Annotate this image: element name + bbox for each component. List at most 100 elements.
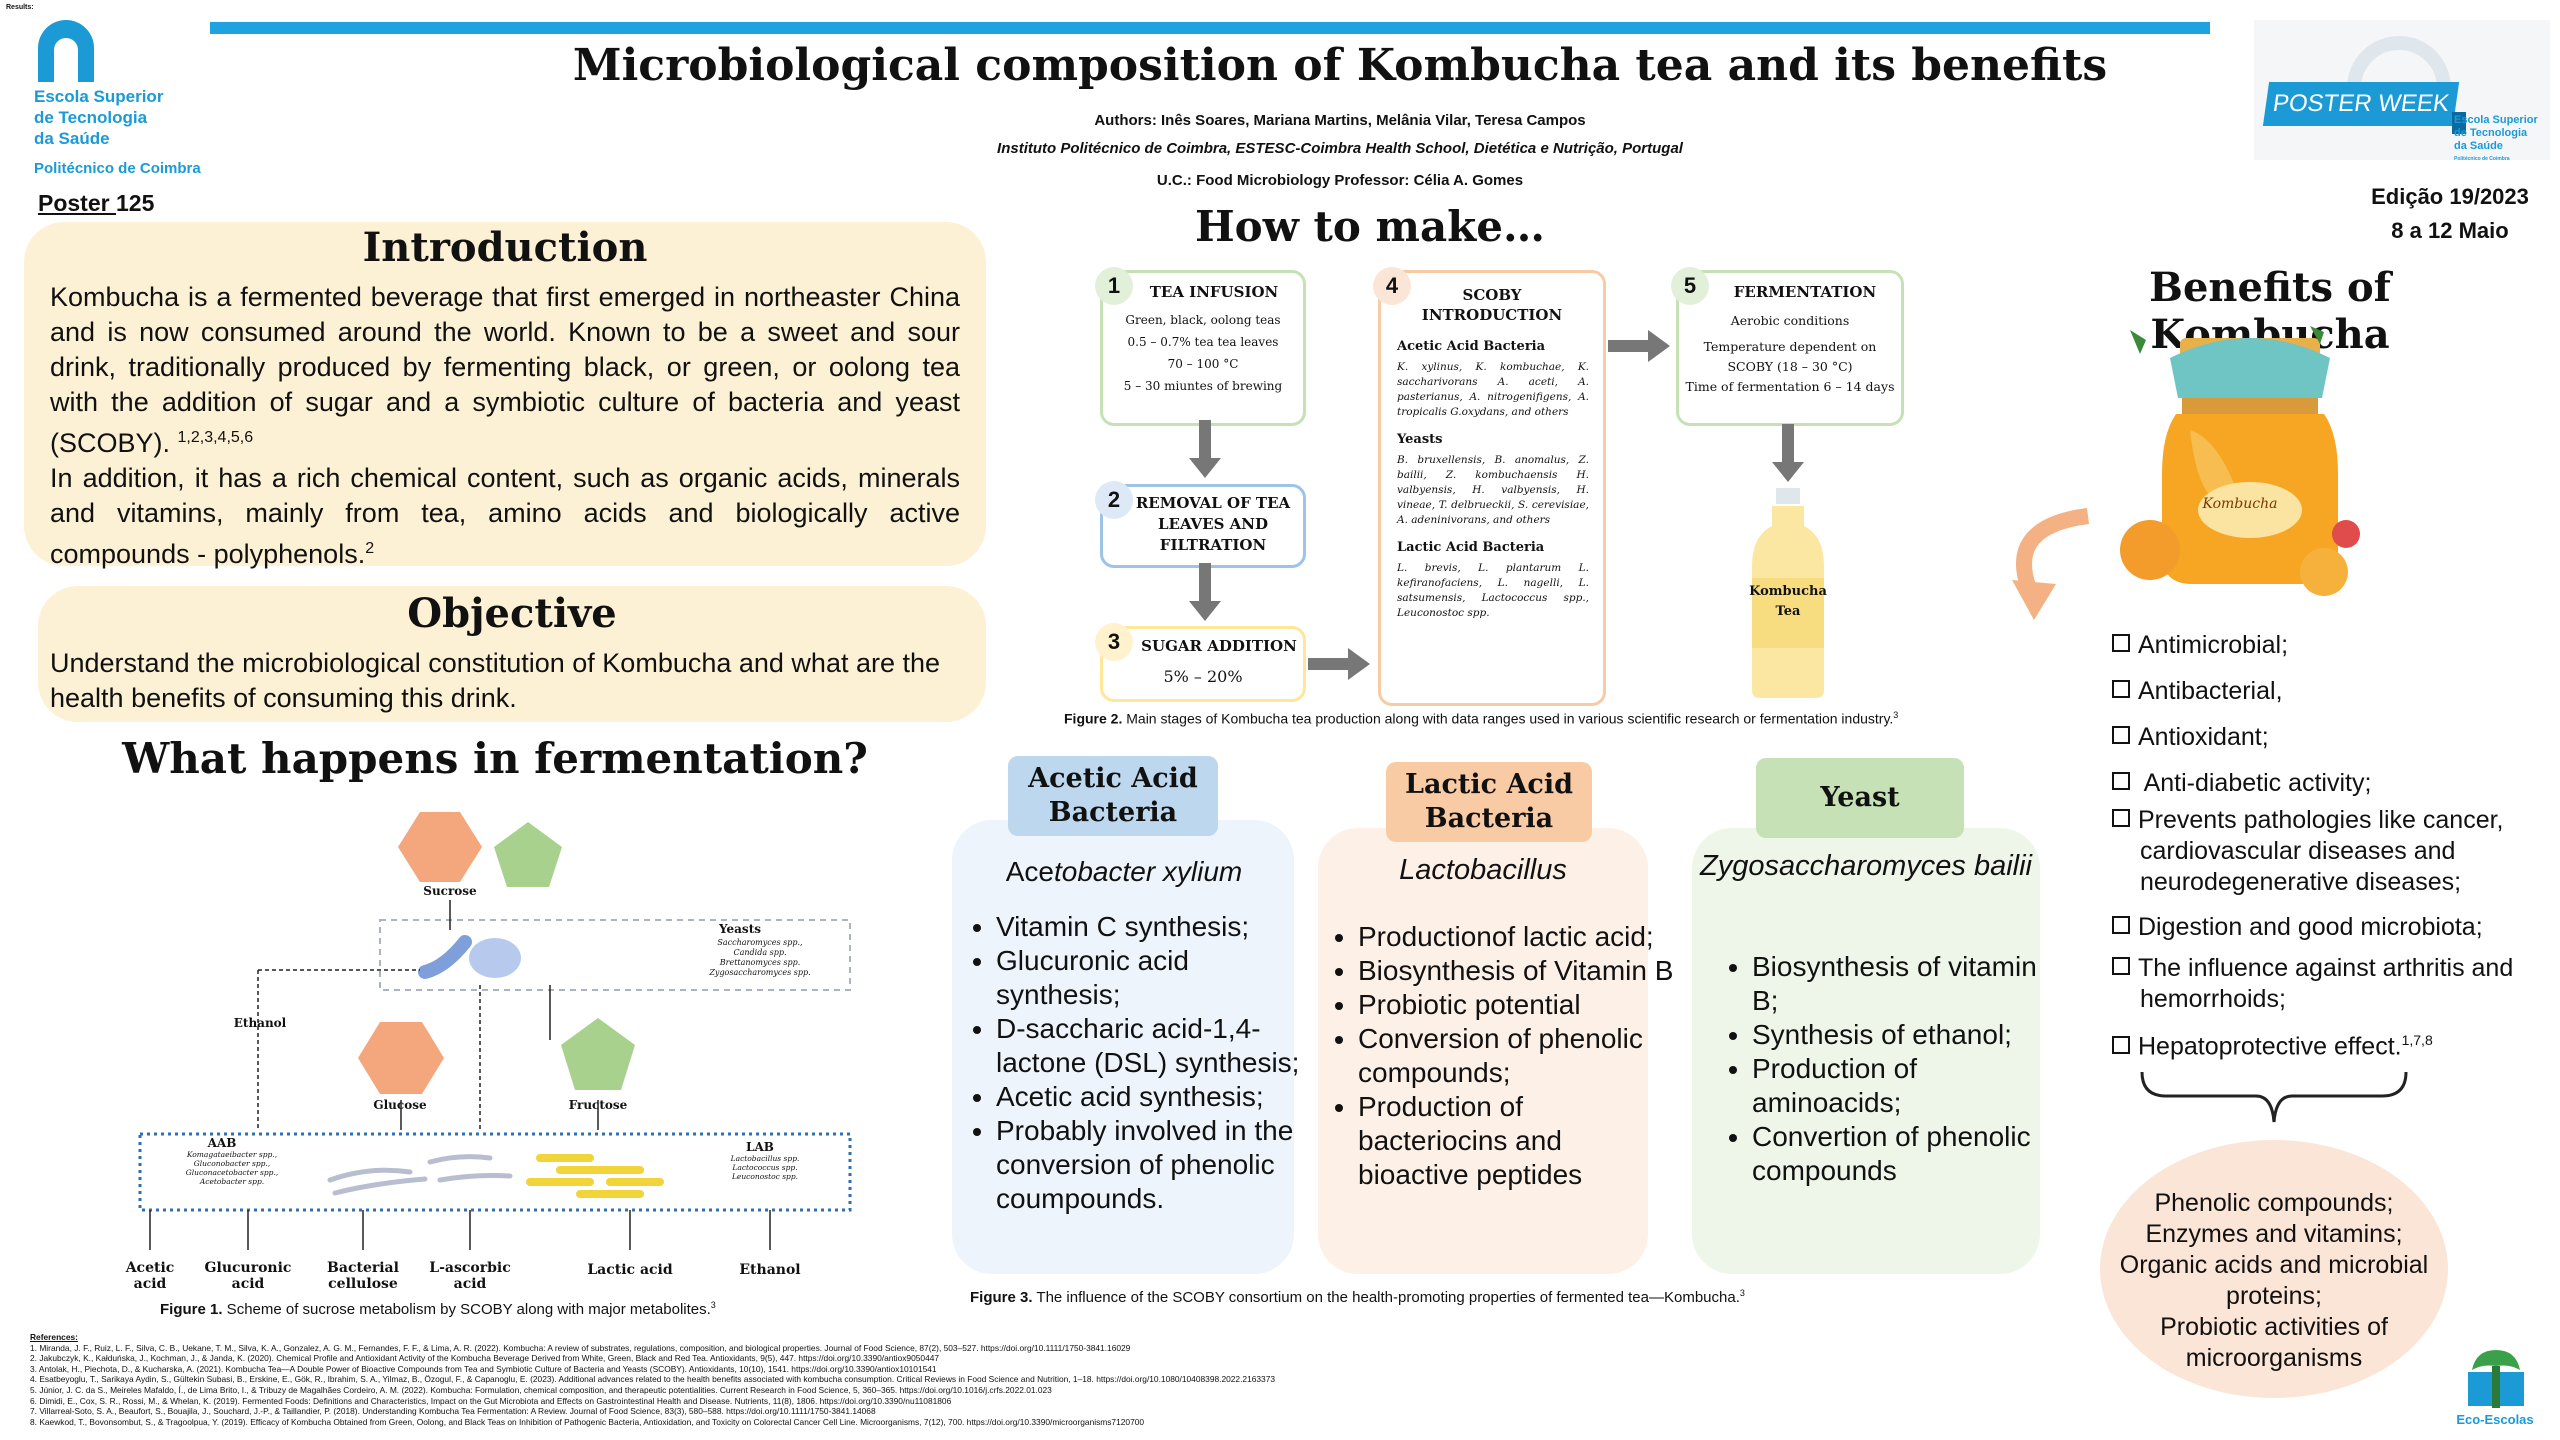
- reference-item: 5. Júnior, J. C. da S., Meireles Mafaldo…: [30, 1384, 1052, 1395]
- fig2-ref: 3: [1893, 710, 1899, 720]
- logo-line: Escola Superior: [34, 87, 164, 106]
- list-item: D-saccharic acid-1,4-lactone (DSL) synth…: [996, 1012, 1316, 1080]
- scoby-yeast-heading: Yeasts: [1397, 432, 1443, 447]
- reference-item: 1. Miranda, J. F., Ruiz, L. F., Silva, C…: [30, 1342, 1131, 1353]
- reference-text: Júnior, J. C. da S., Meireles Mafaldo, Í…: [39, 1384, 1052, 1395]
- step-5-details: Aerobic conditions Temperature dependent…: [1679, 311, 1901, 397]
- arrow-down-icon: [1189, 420, 1221, 478]
- fructose-label: Fructose: [568, 1098, 628, 1112]
- benefits-list: Antimicrobial; Antibacterial, Antioxidan…: [2112, 630, 2552, 1062]
- benefit-item: Antibacterial,: [2112, 676, 2552, 707]
- bottle-label: Kombucha Tea: [1749, 584, 1827, 619]
- checkbox-icon: [2112, 680, 2130, 699]
- benefit-text: Antimicrobial;: [2138, 631, 2289, 659]
- reference-item: 6. Dimidi, E., Cox, S. R., Rossi, M., & …: [30, 1395, 952, 1406]
- checkbox-icon: [2112, 772, 2130, 791]
- poster-week-logo: POSTER WEEK Escola Superior de Tecnologi…: [2254, 20, 2550, 162]
- step-detail: Time of fermentation 6 – 14 days: [1685, 379, 1895, 394]
- objective-title: Objective: [407, 590, 617, 637]
- eco-escolas-logo-icon: [2468, 1350, 2524, 1408]
- ethanol-label: Ethanol: [233, 1016, 287, 1030]
- sucrose-fructose-pentagon: [494, 822, 562, 887]
- yeast-rod: [418, 935, 472, 979]
- compound-line: Probiotic activities of microorganisms: [2160, 1313, 2388, 1372]
- benefit-text: The influence against arthritis and hemo…: [2138, 954, 2514, 1013]
- arrow-down-icon: [1772, 424, 1804, 482]
- checkbox-icon: [2112, 1035, 2130, 1054]
- list-item: Acetic acid synthesis;: [996, 1080, 1316, 1114]
- card-lab-organism: Lactobacillus: [1399, 854, 1567, 886]
- reference-text: Antolak, H., Piechota, D., & Kucharska, …: [38, 1363, 937, 1374]
- checkbox-icon: [2112, 957, 2130, 976]
- list-item: Biosynthesis of vitamin B;: [1752, 950, 2062, 1018]
- reference-item: 3. Antolak, H., Piechota, D., & Kucharsk…: [30, 1363, 937, 1374]
- compound-line: Organic acids and microbial proteins;: [2119, 1251, 2429, 1310]
- checkbox-icon: [2112, 809, 2130, 828]
- step-4-scoby-introduction: 4 SCOBY INTRODUCTION Acetic Acid Bacteri…: [1373, 267, 1606, 706]
- fermentation-diagram: [138, 812, 852, 1250]
- lab-label: LAB: [746, 1140, 774, 1154]
- benefit-item: Antioxidant;: [2112, 722, 2552, 753]
- reference-text: Jakubczyk, K., Kałduńska, J., Kochman, J…: [39, 1353, 940, 1364]
- step-4-organisms: Acetic Acid Bacteria K. xylinus, K. komb…: [1397, 339, 1589, 621]
- output-bacterial-cellulose: Bacterial cellulose: [327, 1260, 399, 1292]
- glucose-hexagon: [358, 1022, 444, 1094]
- introduction-text: Kombucha is a fermented beverage that fi…: [50, 280, 960, 572]
- yeast-cell: [469, 938, 521, 978]
- aab-cells: [327, 1154, 513, 1196]
- curved-arrow-icon: [2012, 508, 2090, 620]
- introduction-box: Introduction Kombucha is a fermented bev…: [24, 222, 986, 569]
- kombucha-bottle-icon: [1752, 488, 1824, 698]
- step-5-number: 5: [1671, 267, 1709, 305]
- poster-week-arc-icon: [2347, 36, 2451, 88]
- figure-2-caption: Figure 2. Main stages of Kombucha tea pr…: [1064, 710, 2004, 727]
- benefits-title: Benefits of Kombucha: [2149, 264, 2391, 358]
- benefit-item: Hepatoprotective effect.1,7,8: [2112, 1025, 2552, 1062]
- school-logo-icon: [38, 20, 94, 82]
- compound-line: Enzymes and vitamins;: [2145, 1220, 2403, 1248]
- poster-num: 125: [115, 190, 155, 216]
- scoby-aab-heading: Acetic Acid Bacteria: [1397, 339, 1546, 354]
- intro-p1-ref: 1,2,3,4,5,6: [177, 429, 254, 446]
- reference-text: Kaewkod, T., Bovonsombut, S., & Tragoolp…: [39, 1416, 1145, 1427]
- output-glucuronic-acid: Glucuronic acid: [204, 1260, 292, 1292]
- step-detail: 0.5 – 0.7% tea tea leaves: [1127, 335, 1279, 349]
- step-2-removal: 2 REMOVAL OF TEA LEAVES AND FILTRATION: [1095, 481, 1306, 568]
- eco-escolas-label: Eco-Escolas: [2456, 1412, 2534, 1427]
- card-yeast-organism: Zygosaccharomyces bailii: [1699, 850, 2032, 882]
- step-3-number: 3: [1095, 623, 1133, 661]
- figure-1-sucrose-scheme: Sucrose Yeasts Saccharomyces spp., Candi…: [110, 800, 890, 1300]
- reference-text: Miranda, J. F., Ruiz, L. F., Silva, C. B…: [39, 1342, 1131, 1353]
- fig1-label: Figure 1.: [160, 1301, 223, 1318]
- logo-line: da Saúde: [34, 129, 110, 148]
- output-ethanol: Ethanol: [739, 1262, 801, 1278]
- aab-species: Gluconobacter spp.,: [193, 1159, 271, 1168]
- sucrose-glucose-hexagon: [398, 812, 482, 882]
- fig3-ref: 3: [1739, 1288, 1745, 1298]
- course-info: U.C.: Food Microbiology Professor: Célia…: [1156, 172, 1524, 189]
- benefit-text: Anti-diabetic activity;: [2138, 769, 2372, 797]
- step-4-title: SCOBY INTRODUCTION: [1381, 285, 1603, 325]
- benefit-text: Digestion and good microbiota;: [2138, 913, 2483, 941]
- step-title-line: INTRODUCTION: [1421, 306, 1563, 324]
- list-item: Probably involved in the conversion of p…: [996, 1114, 1316, 1216]
- scoby-aab-list: K. xylinus, K. kombuchae, K. saccharivor…: [1397, 361, 1589, 418]
- arrow-right-icon: [1608, 330, 1670, 362]
- compound-line: Phenolic compounds;: [2154, 1189, 2394, 1217]
- organism-prefix: Ace: [1005, 856, 1054, 887]
- list-item: Glucuronic acid synthesis;: [996, 944, 1316, 1012]
- organism-rest: tobacter xylium: [1053, 856, 1243, 887]
- checkbox-icon: [2112, 634, 2130, 653]
- output-lactic-acid: Lactic acid: [587, 1262, 673, 1278]
- benefit-item: Digestion and good microbiota;: [2112, 912, 2552, 943]
- school-logo-text: Escola Superior de Tecnologia da Saúde: [34, 86, 163, 149]
- lab-list: Lactobacillus spp. Lactococcus spp. Leuc…: [710, 1154, 820, 1181]
- figure-1-caption: Figure 1. Scheme of sucrose metabolism b…: [160, 1300, 880, 1318]
- yeasts-list: Saccharomyces spp., Candida spp. Brettan…: [680, 938, 840, 978]
- yeasts-label: Yeasts: [719, 922, 761, 936]
- reference-text: Dimidi, E., Cox, S. R., Rossi, M., & Whe…: [39, 1395, 952, 1406]
- step-1-tea-infusion: 1 TEA INFUSION Green, black, oolong teas…: [1095, 267, 1306, 426]
- step-3-sugar-addition: 3 SUGAR ADDITION 5% – 20%: [1095, 623, 1306, 702]
- edition-dates: 8 a 12 Maio: [2391, 218, 2509, 243]
- compounds-circle: Phenolic compounds; Enzymes and vitamins…: [2100, 1140, 2448, 1398]
